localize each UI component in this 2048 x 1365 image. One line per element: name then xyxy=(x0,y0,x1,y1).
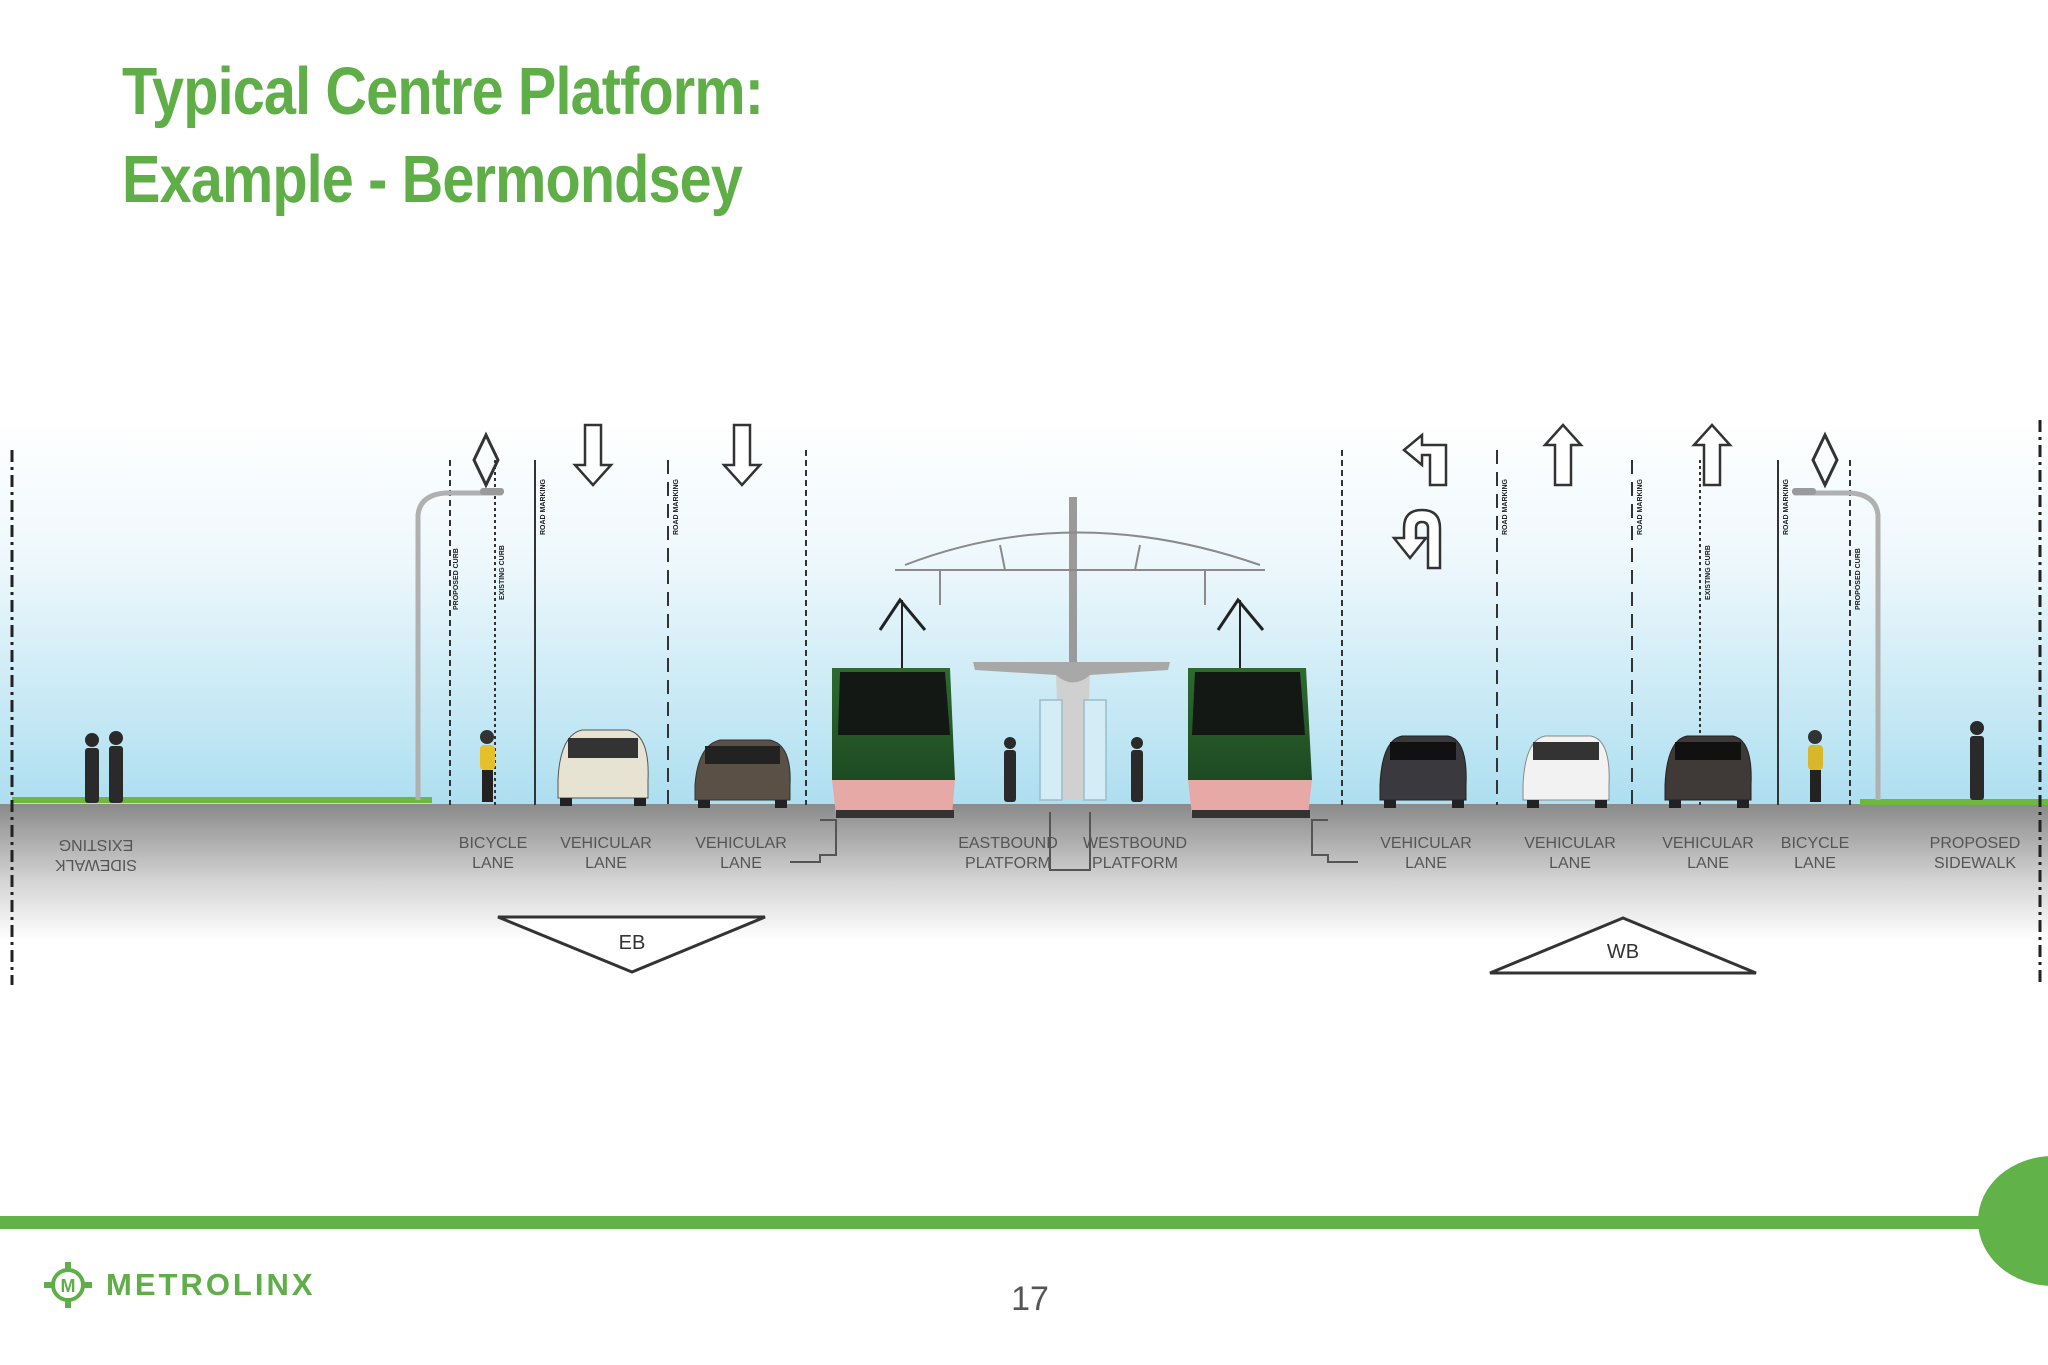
u-turn-arrow-icon xyxy=(1391,508,1442,570)
lane-label: WESTBOUND PLATFORM xyxy=(1083,835,1187,872)
lane-label-line1: BICYCLE xyxy=(1781,835,1849,852)
lane-label-line2: LANE xyxy=(720,855,762,872)
westbound-direction: WB xyxy=(1489,916,1757,975)
westbound-platform-curb xyxy=(1311,819,1358,863)
marking-label: ROAD MARKING xyxy=(673,478,680,535)
street-light-right xyxy=(1792,488,1881,800)
lane-label-line1: VEHICULAR xyxy=(560,835,652,852)
marking-label: EXISTING CURB xyxy=(1705,545,1712,600)
marking-label: PROPOSED CURB xyxy=(1855,548,1862,610)
lane-label-line1: VEHICULAR xyxy=(1524,835,1616,852)
grass-left xyxy=(12,797,432,803)
left-turn-arrow-icon xyxy=(1402,432,1448,487)
lane-label-line1: SIDEWALK xyxy=(55,856,137,873)
lane-label: VEHICULAR LANE xyxy=(560,835,652,872)
eastbound-lrv xyxy=(832,597,955,818)
marking-label: ROAD MARKING xyxy=(540,478,547,535)
lane-label-line2: LANE xyxy=(1405,855,1447,872)
centre-platform xyxy=(1049,812,1091,871)
street-light-left xyxy=(415,488,504,800)
lane-label: VEHICULAR LANE xyxy=(1380,835,1472,872)
lane-label: VEHICULAR LANE xyxy=(1524,835,1616,872)
footer-accent-circle xyxy=(1978,1156,2048,1286)
slide-title: Typical Centre Platform: Example - Bermo… xyxy=(122,48,764,224)
metrolinx-logo-icon: M xyxy=(44,1262,92,1308)
vertical-marking-labels: PROPOSED CURB EXISTING CURB ROAD MARKING… xyxy=(453,478,1862,610)
title-line-1: Typical Centre Platform: xyxy=(122,54,764,129)
lane-label-line1: PROPOSED xyxy=(1930,835,2021,852)
wb-label: WB xyxy=(1607,941,1639,963)
car-wb-3 xyxy=(1664,735,1752,808)
car-eb-1 xyxy=(557,729,649,806)
diamond-marking-right xyxy=(1811,431,1839,489)
lane-label: BICYCLE LANE xyxy=(1781,835,1849,872)
arrow-up-icon xyxy=(1542,423,1584,487)
arrow-down-icon xyxy=(721,423,763,487)
lane-label: VEHICULAR LANE xyxy=(695,835,787,872)
cyclist-left xyxy=(480,730,495,802)
lane-dividers xyxy=(449,450,1851,805)
lane-label: SIDEWALK EXISTING xyxy=(55,836,137,873)
eastbound-direction: EB xyxy=(497,915,766,974)
arrow-down-icon xyxy=(572,423,614,487)
page-number: 17 xyxy=(1011,1280,1049,1318)
marking-label: ROAD MARKING xyxy=(1783,478,1790,535)
footer-divider xyxy=(0,1216,2000,1229)
car-eb-2 xyxy=(694,739,791,808)
lane-label-line1: VEHICULAR xyxy=(1662,835,1754,852)
marking-label: ROAD MARKING xyxy=(1637,478,1644,535)
lane-label-line1: BICYCLE xyxy=(459,835,527,852)
lane-label-line1: EASTBOUND xyxy=(958,835,1058,852)
lane-label-line2: LANE xyxy=(1549,855,1591,872)
eb-label: EB xyxy=(619,932,646,954)
cyclist-right xyxy=(1808,730,1823,802)
arrow-up-icon xyxy=(1691,423,1733,487)
lane-label: EASTBOUND PLATFORM xyxy=(958,835,1058,872)
lane-label-line2: LANE xyxy=(1794,855,1836,872)
lane-labels: SIDEWALK EXISTING BICYCLE LANE VEHICULAR L… xyxy=(55,835,2021,873)
lane-label: PROPOSED SIDEWALK xyxy=(1930,835,2021,872)
metrolinx-logo: M METROLINX xyxy=(40,1262,316,1308)
marking-label: EXISTING CURB xyxy=(499,545,506,600)
lane-label-line1: WESTBOUND xyxy=(1083,835,1187,852)
lane-label-line2: PLATFORM xyxy=(965,855,1051,872)
lane-label-line1: VEHICULAR xyxy=(695,835,787,852)
lane-label-line2: PLATFORM xyxy=(1092,855,1178,872)
street-cross-section-diagram: PROPOSED CURB EXISTING CURB ROAD MARKING… xyxy=(0,420,2048,985)
lane-label-line2: LANE xyxy=(585,855,627,872)
eastbound-platform-curb xyxy=(790,819,837,863)
lane-label: BICYCLE LANE xyxy=(459,835,527,872)
diamond-marking-left xyxy=(472,431,500,489)
title-line-2: Example - Bermondsey xyxy=(122,142,743,217)
lane-label: VEHICULAR LANE xyxy=(1662,835,1754,872)
lane-label-line1: VEHICULAR xyxy=(1380,835,1472,852)
lane-label-line2: LANE xyxy=(472,855,514,872)
car-wb-1 xyxy=(1379,735,1467,808)
marking-label: PROPOSED CURB xyxy=(453,548,460,610)
westbound-lrv xyxy=(1188,597,1312,818)
lane-label-line2: EXISTING xyxy=(59,836,134,853)
grass-right xyxy=(1860,799,2048,805)
marking-label: ROAD MARKING xyxy=(1502,478,1509,535)
logo-text: METROLINX xyxy=(106,1267,316,1302)
lane-label-line2: LANE xyxy=(1687,855,1729,872)
ground xyxy=(0,804,2048,940)
svg-text:M: M xyxy=(61,1276,76,1296)
car-wb-2 xyxy=(1522,735,1610,808)
lane-label-line2: SIDEWALK xyxy=(1934,855,2016,872)
pedestrians xyxy=(85,721,1984,803)
platform-shelter xyxy=(973,662,1170,801)
